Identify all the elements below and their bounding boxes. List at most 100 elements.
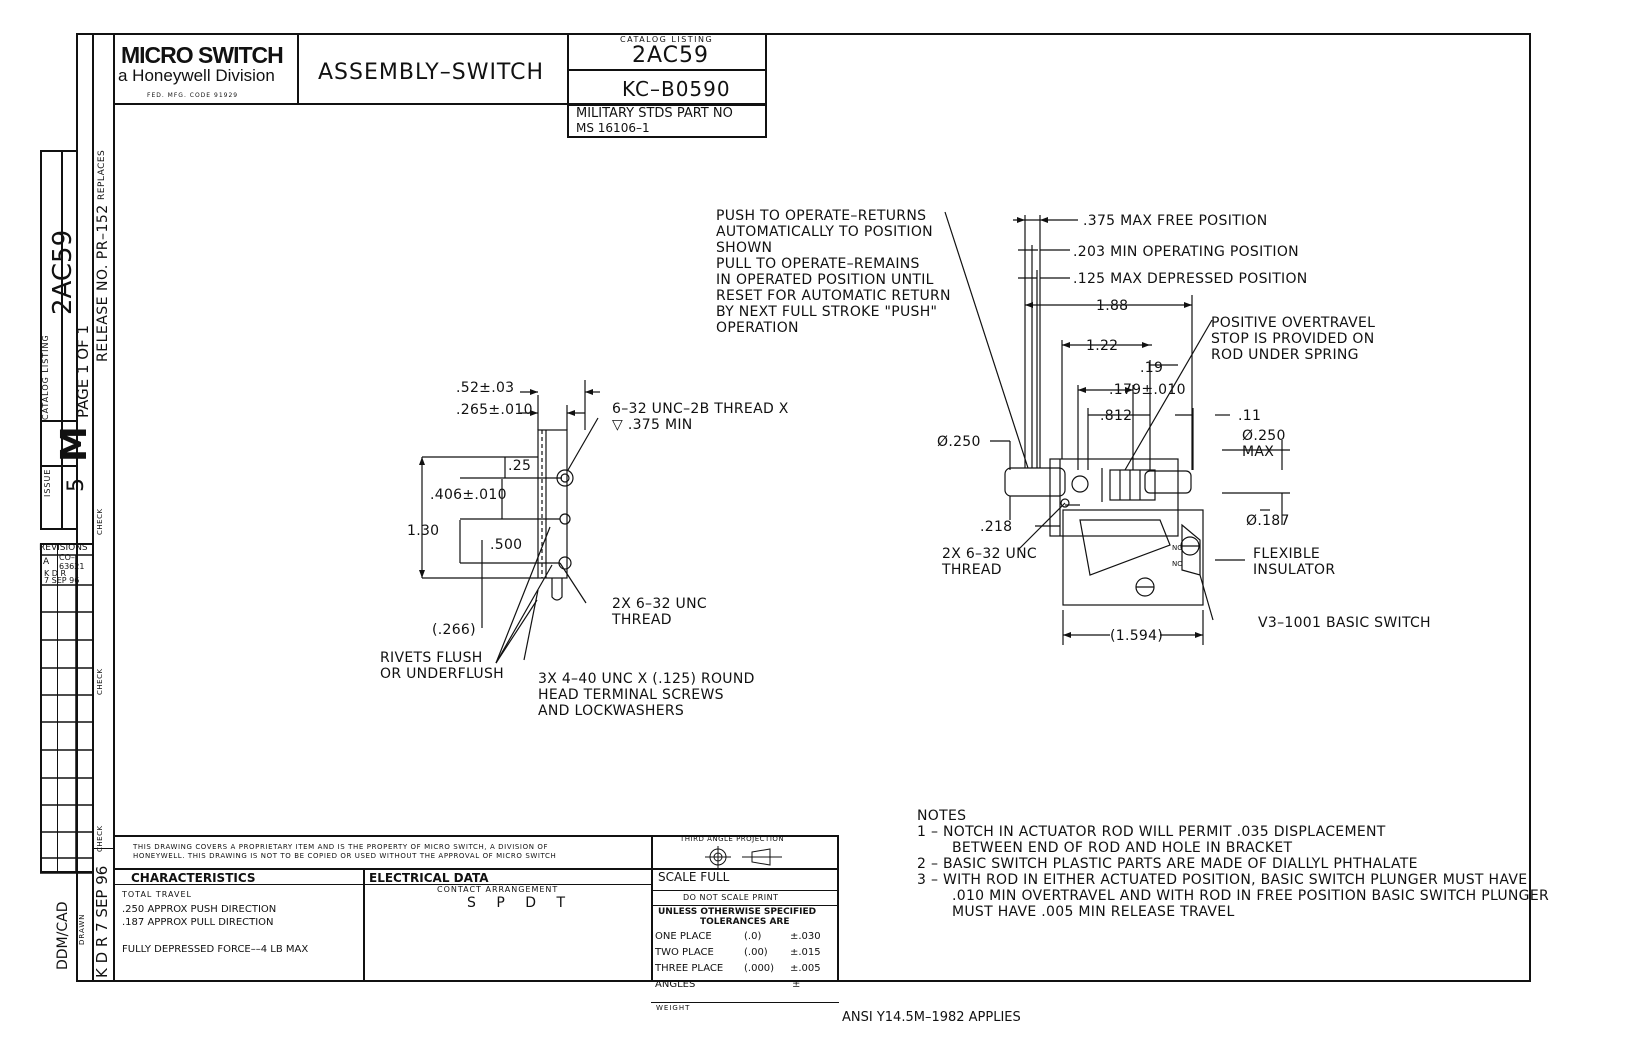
dim-11: .11 (1238, 408, 1262, 424)
fed-code: FED. MFG. CODE 91929 (147, 92, 239, 99)
depressed-position-dim: .125 MAX DEPRESSED POSITION (1073, 271, 1308, 287)
three-place-format: (.000) (744, 963, 775, 974)
push-note-line: IN OPERATED POSITION UNTIL (716, 272, 934, 288)
projection-label: THIRD ANGLE PROJECTION (680, 835, 785, 843)
one-place-value: ±.030 (790, 931, 821, 942)
side-tab-divider-3 (40, 465, 77, 467)
dia-250-right: Ø.250 (1242, 428, 1286, 444)
push-note-line: OPERATION (716, 320, 799, 336)
title-divider-1 (297, 33, 299, 105)
electrical-heading: ELECTRICAL DATA (369, 871, 489, 885)
proprietary-line-1: THIS DRAWING COVERS A PROPRIETARY ITEM A… (133, 843, 549, 851)
unc-note-1: 2X 6–32 UNC (612, 596, 707, 612)
characteristics-heading: CHARACTERISTICS (131, 871, 256, 885)
push-note-line: AUTOMATICALLY TO POSITION (716, 224, 933, 240)
dim-266: (.266) (432, 622, 476, 638)
bottom-divider-h-4 (651, 905, 839, 906)
scale-label: SCALE FULL (658, 870, 730, 884)
unc-note-right-2: THREAD (942, 562, 1002, 578)
push-note-line: SHOWN (716, 240, 773, 256)
bottom-divider-v-1 (363, 868, 365, 982)
dim-406: .406±.010 (430, 487, 507, 503)
weight-label: WEIGHT (656, 1004, 691, 1012)
push-note-line: PULL TO OPERATE–REMAINS (716, 256, 920, 272)
revision-date: 7 SEP 96 (44, 576, 80, 585)
no-marking: NO (1172, 560, 1183, 568)
dim-25: .25 (508, 458, 532, 474)
three-place-value: ±.005 (790, 963, 821, 974)
dim-52: .52±.03 (456, 380, 515, 396)
three-place-label: THREE PLACE (655, 963, 724, 974)
strip-divider-check (92, 848, 113, 849)
dim-130: 1.30 (407, 523, 440, 539)
brand-logo: MICRO SWITCH (121, 42, 284, 68)
note-line: 1 – NOTCH IN ACTUATOR ROD WILL PERMIT .0… (917, 824, 1386, 840)
rivets-note-1: RIVETS FLUSH (380, 650, 483, 666)
revisions-grid (40, 543, 94, 873)
note-line: 2 – BASIC SWITCH PLASTIC PARTS ARE MADE … (917, 856, 1418, 872)
dim-218: .218 (980, 519, 1013, 535)
proprietary-line-2: HONEYWELL. THIS DRAWING IS NOT TO BE COP… (133, 852, 557, 860)
catalog-listing-label: CATALOG LISTING (620, 35, 714, 44)
max-label: MAX (1242, 444, 1275, 460)
dim-188: 1.88 (1096, 298, 1129, 314)
drawing-number: KC–B0590 (622, 77, 731, 101)
screws-note-2: HEAD TERMINAL SCREWS (538, 687, 724, 703)
flexible-note-1: FLEXIBLE (1253, 546, 1321, 562)
drawing-title: ASSEMBLY–SWITCH (318, 60, 544, 85)
catalog-listing-value: 2AC59 (632, 43, 710, 68)
tolerance-heading-2: TOLERANCES ARE (700, 917, 790, 927)
angles-value: ± (792, 979, 801, 990)
note-line: 3 – WITH ROD IN EITHER ACTUATED POSITION… (917, 872, 1528, 888)
overtravel-note-2: STOP IS PROVIDED ON (1211, 331, 1375, 347)
thread-note-1: 6–32 UNC–2B THREAD X (612, 401, 789, 417)
no-scale-label: DO NOT SCALE PRINT (683, 893, 779, 902)
two-place-value: ±.015 (790, 947, 821, 958)
dia-187: Ø.187 (1246, 513, 1290, 529)
revision-initials: K D R (44, 569, 67, 578)
military-part: MS 16106–1 (576, 121, 650, 135)
angles-label: ANGLES (655, 979, 696, 990)
military-box (567, 104, 767, 138)
operating-position-dim: .203 MIN OPERATING POSITION (1073, 244, 1299, 260)
bottom-divider-h (113, 868, 839, 870)
side-tab (40, 150, 77, 530)
push-note-line: RESET FOR AUTOMATIC RETURN (716, 288, 951, 304)
unc-note-right-1: 2X 6–32 UNC (942, 546, 1037, 562)
screws-note-3: AND LOCKWASHERS (538, 703, 685, 719)
title-divider-3 (567, 69, 767, 71)
ansi-label: ANSI Y14.5M–1982 APPLIES (842, 1010, 1021, 1025)
dim-19: .19 (1140, 360, 1164, 376)
flexible-note-2: INSULATOR (1253, 562, 1336, 578)
thread-note-2: ▽ .375 MIN (612, 417, 693, 433)
notes-heading: NOTES (917, 808, 967, 824)
revisions-label: REVISIONS (39, 543, 88, 553)
bottom-divider-h-3 (651, 890, 839, 891)
one-place-label: ONE PLACE (655, 931, 712, 942)
dim-500: .500 (490, 537, 523, 553)
tolerance-heading-1: UNLESS OTHERWISE SPECIFIED (658, 907, 817, 917)
overtravel-note-3: ROD UNDER SPRING (1211, 347, 1359, 363)
contact-arrangement-value: S P D T (467, 895, 574, 911)
bottom-divider-h-2 (113, 884, 653, 885)
basic-switch-note: V3–1001 BASIC SWITCH (1258, 615, 1431, 631)
overtravel-note-1: POSITIVE OVERTRAVEL (1211, 315, 1376, 331)
dim-812: .812 (1100, 408, 1133, 424)
two-place-label: TWO PLACE (655, 947, 714, 958)
revisions-grid-column (57, 543, 58, 873)
bottom-divider-v-2 (651, 835, 653, 982)
title-divider-2 (567, 33, 569, 137)
dia-250-left: Ø.250 (937, 434, 981, 450)
contact-arrangement-label: CONTACT ARRANGEMENT (437, 885, 559, 894)
bottom-divider-h-5 (651, 1002, 839, 1003)
revision-co-number: 63621 (59, 562, 85, 571)
depressed-force: FULLY DEPRESSED FORCE––4 LB MAX (122, 944, 309, 955)
note-line: MUST HAVE .005 MIN RELEASE TRAVEL (952, 904, 1235, 920)
push-note-line: PUSH TO OPERATE–RETURNS (716, 208, 927, 224)
push-note-line: BY NEXT FULL STROKE "PUSH" (716, 304, 938, 320)
side-tab-divider (61, 150, 63, 530)
dim-265: .265±.010 (456, 402, 533, 418)
left-strip-frame (76, 33, 113, 982)
revision-letter: A (43, 557, 50, 567)
